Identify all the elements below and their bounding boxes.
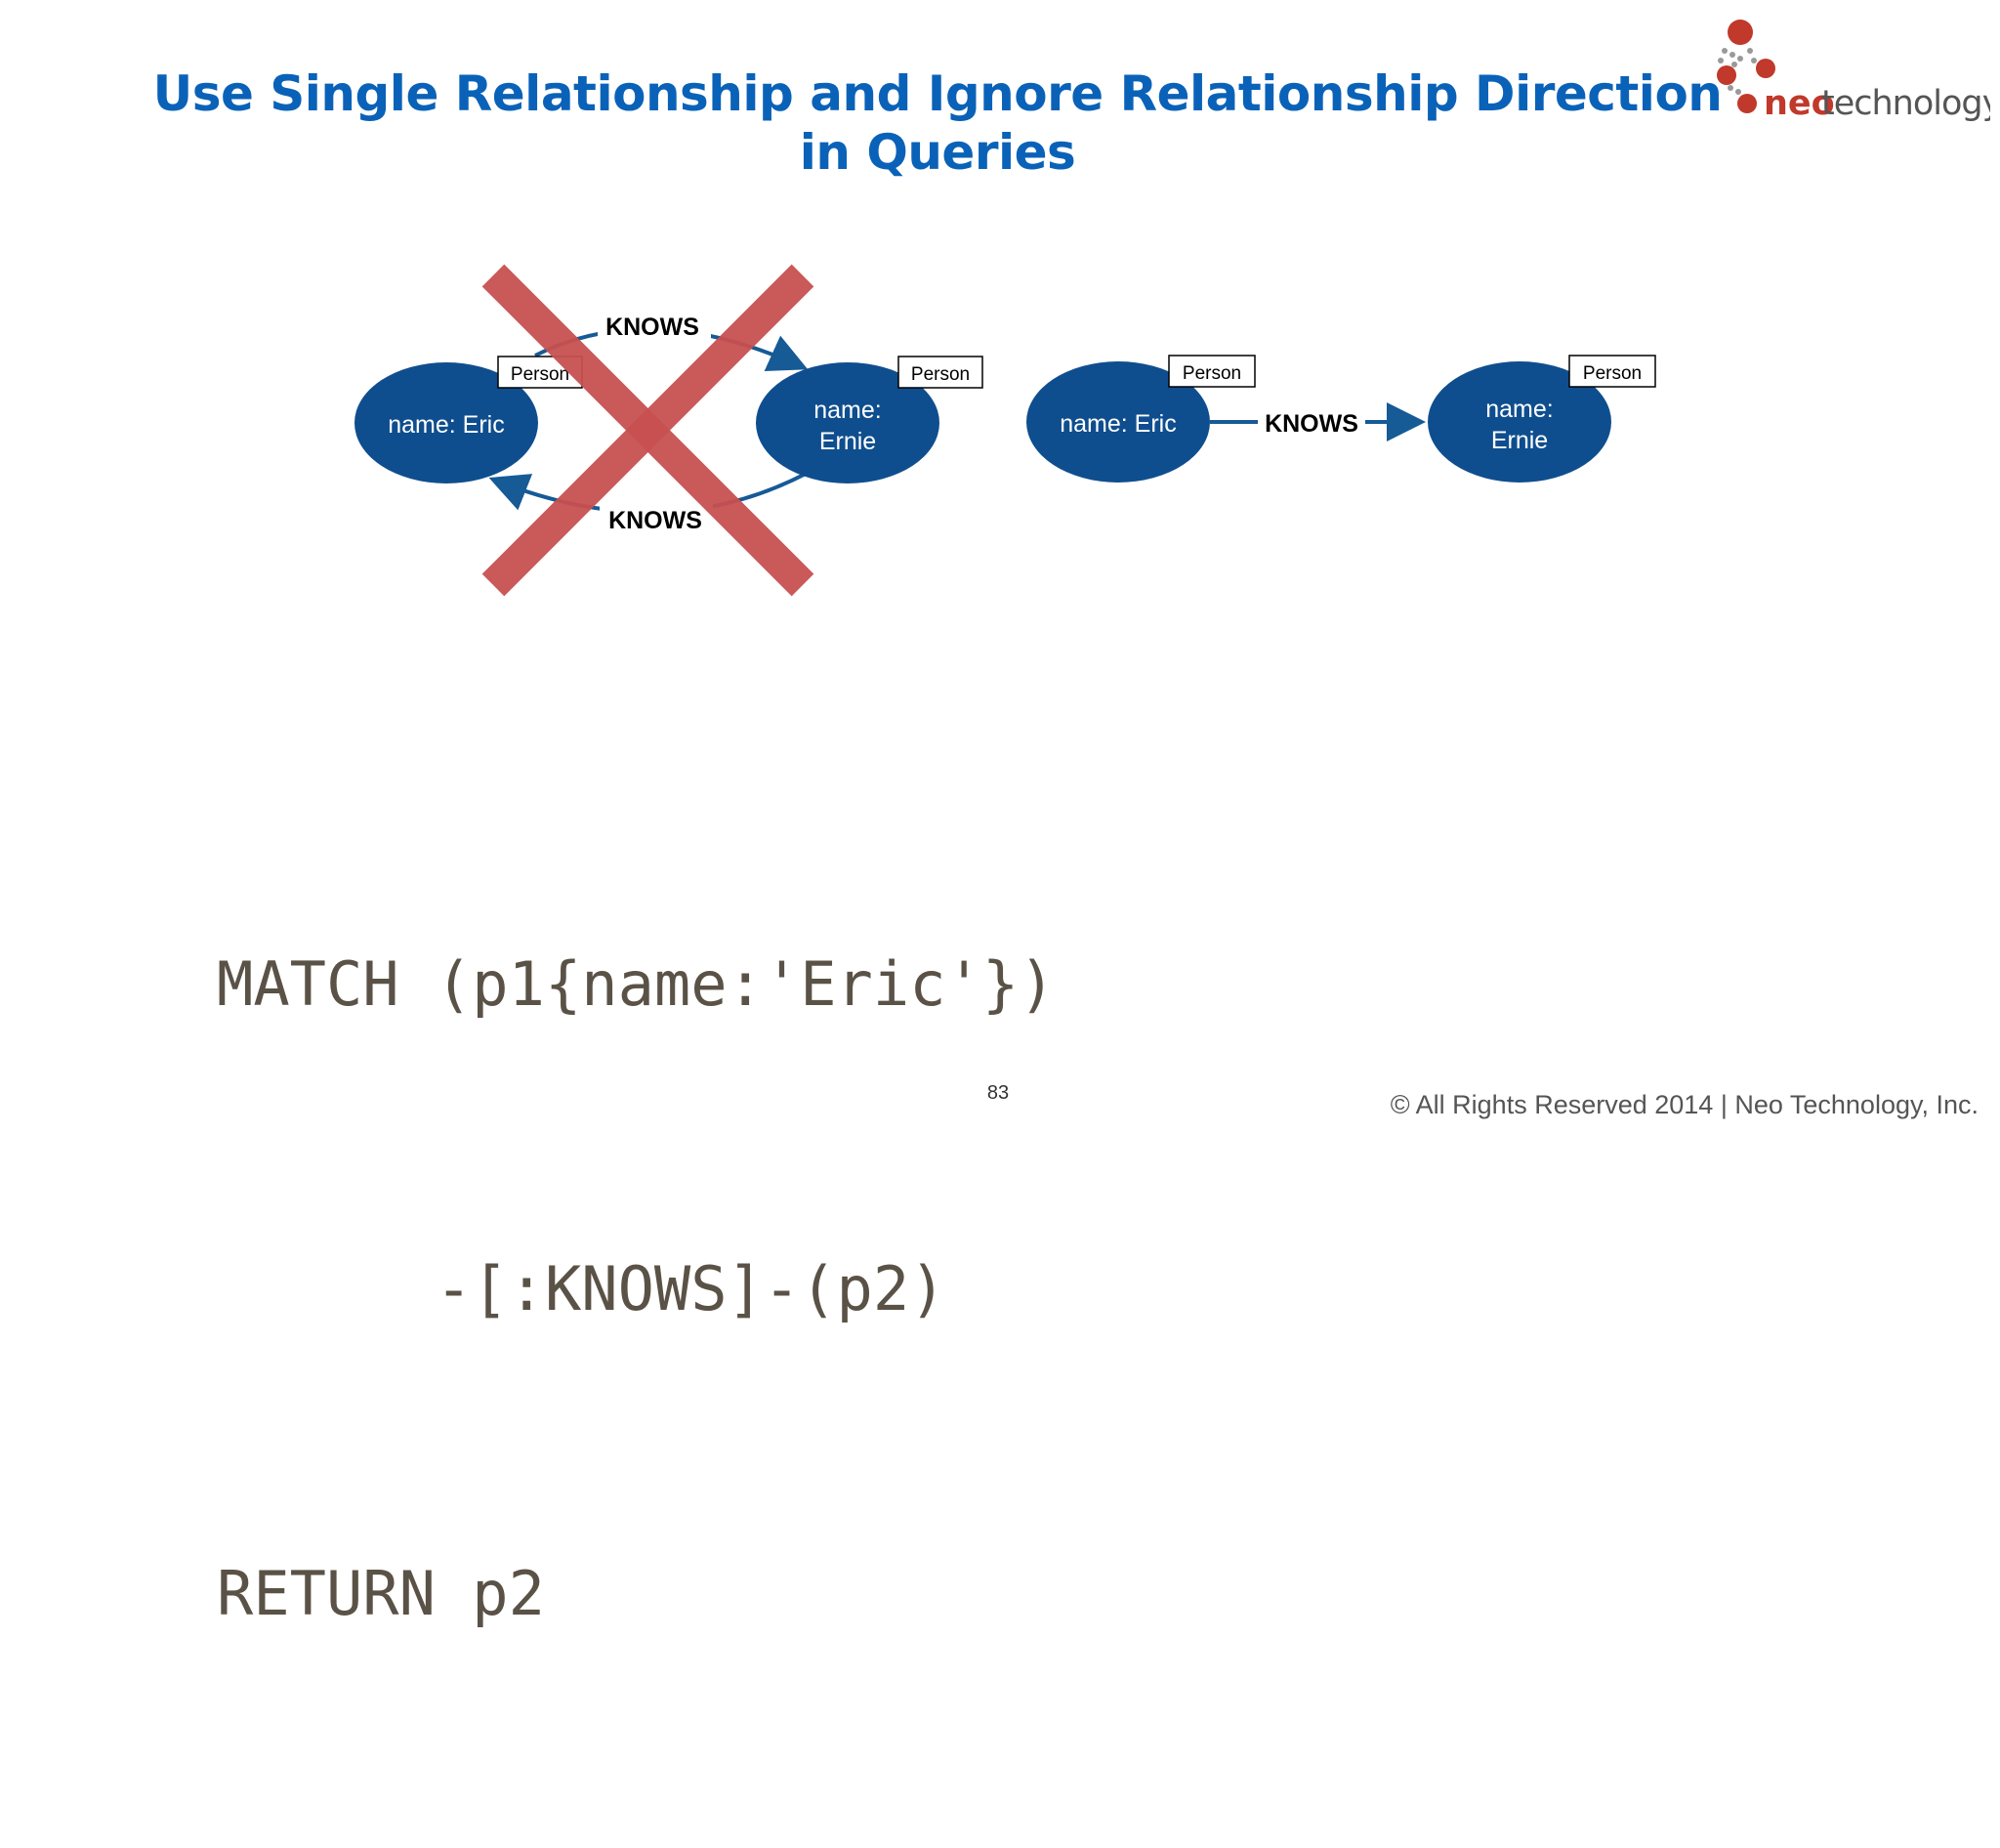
bidirectional-example: name: Eric name: Ernie Person Person KNO…: [354, 264, 983, 597]
person-label-box: [1568, 355, 1656, 388]
graph-diagrams: name: Eric name: Ernie Person Person KNO…: [354, 264, 1656, 597]
node-ernie-right-name-1: name:: [1485, 396, 1553, 423]
neo-technology-logo: neo technology: [1707, 14, 2000, 131]
node-ernie-right-name-2: Ernie: [1491, 427, 1548, 454]
node-eric-left-name: name: Eric: [388, 411, 504, 439]
copyright-notice: © All Rights Reserved 2014 | Neo Technol…: [1390, 1090, 1979, 1119]
node-ernie-right: [1428, 361, 1611, 483]
knows-label-top: KNOWS: [605, 314, 699, 341]
node-eric-right-name: name: Eric: [1060, 410, 1176, 438]
single-relationship-example: name: Eric name: Ernie KNOWS Person Pers…: [1026, 355, 1656, 483]
code-line: RETURN p2: [217, 1558, 545, 1629]
person-label: Person: [511, 364, 569, 385]
knows-label-bg: [598, 309, 711, 344]
node-eric-left: [354, 362, 538, 483]
page-number: 83: [986, 1082, 1010, 1104]
code-line: -[:KNOWS]-(p2): [217, 1253, 946, 1324]
node-ernie-left-name-1: name:: [813, 397, 881, 424]
node-ernie-left: [756, 362, 939, 483]
cross-out-icon: [481, 264, 814, 597]
person-label: Person: [911, 364, 970, 385]
logo-dot: [1737, 94, 1757, 113]
logo-small-dots: [1718, 48, 1757, 95]
logo-mark: neo technology: [1717, 20, 2000, 123]
slide-title: Use Single Relationship and Ignore Relat…: [152, 65, 1723, 181]
knows-label-bottom: KNOWS: [608, 507, 702, 534]
cypher-query: MATCH (p1{name:'Eric'}) -[:KNOWS]-(p2) R…: [217, 731, 1056, 1848]
logo-technology-text: technology: [1821, 84, 1990, 123]
node-eric-right: [1026, 361, 1210, 483]
knows-label-bg: [600, 502, 713, 537]
person-label-box: [897, 356, 983, 389]
person-label: Person: [1583, 363, 1642, 384]
node-ernie-left-name-2: Ernie: [819, 428, 876, 455]
logo-dot: [1728, 20, 1753, 45]
cross-stroke-2: [481, 264, 814, 597]
slide: Use Single Relationship and Ignore Relat…: [152, 14, 2000, 1629]
person-label-box: [1168, 355, 1256, 388]
person-label: Person: [1183, 363, 1241, 384]
logo-dot: [1717, 65, 1736, 85]
knows-label: KNOWS: [1265, 410, 1358, 438]
logo-dot: [1756, 59, 1775, 78]
code-line: MATCH (p1{name:'Eric'}): [217, 948, 1056, 1020]
logo-neo-text: neo: [1764, 84, 1835, 123]
